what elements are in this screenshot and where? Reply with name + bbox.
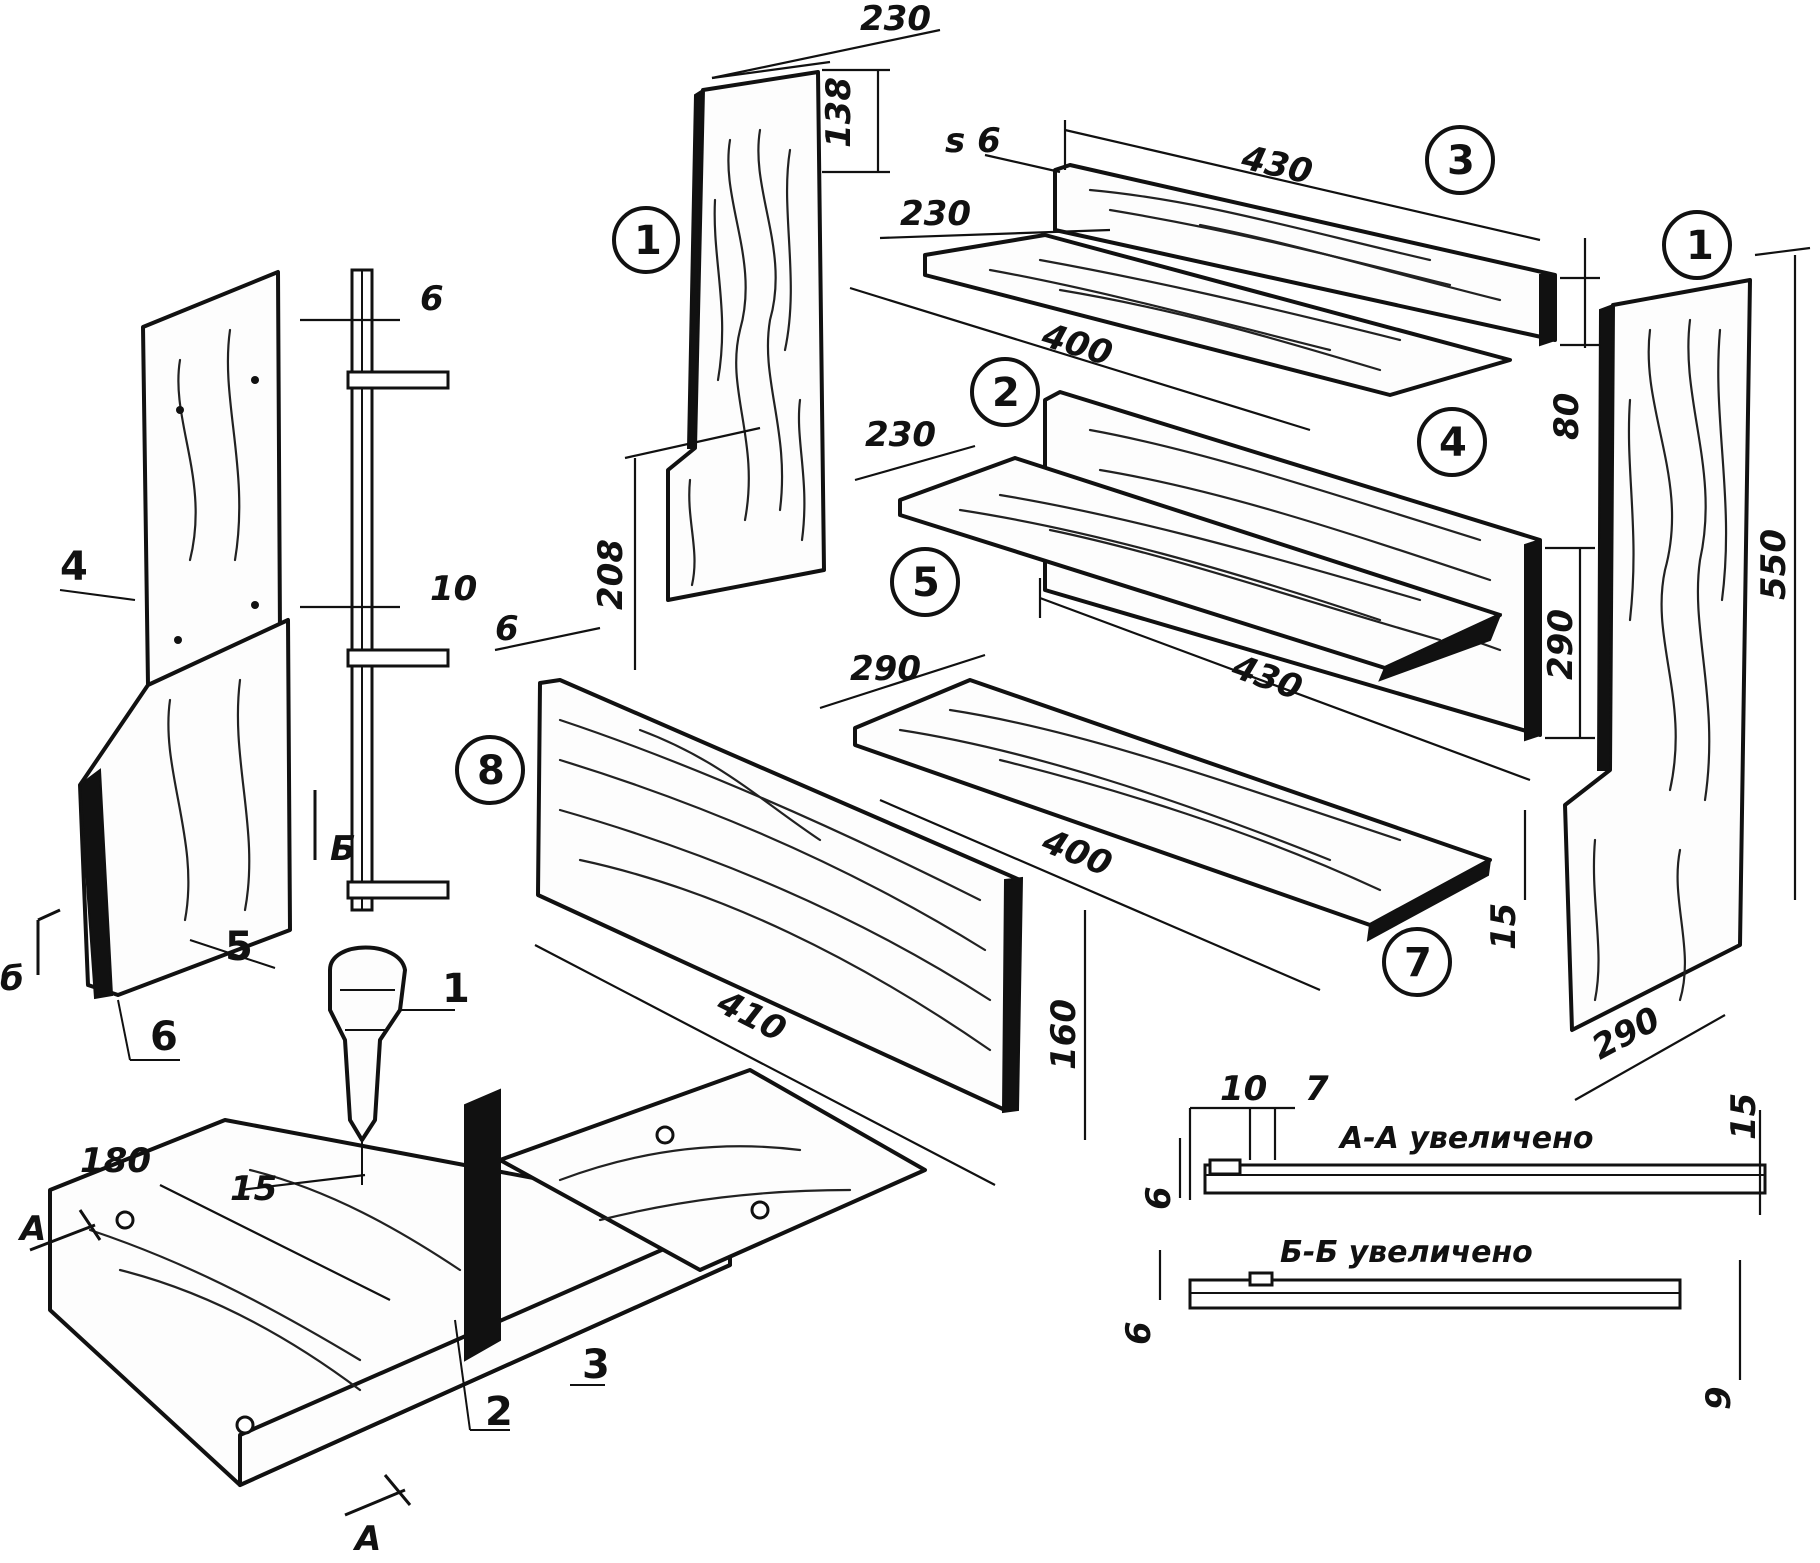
- router-tool: [328, 945, 407, 1185]
- section-bb: Б-Б увеличено 6 9: [1119, 1235, 1742, 1410]
- side-panel-right: [1563, 278, 1752, 1032]
- dim-230-top: 230: [711, 0, 941, 80]
- shelf-4: [923, 233, 1512, 397]
- section-mark-a-top: А: [17, 1209, 102, 1252]
- dim-15-jig: 15: [230, 1169, 366, 1209]
- dim-label: 80: [1547, 393, 1587, 440]
- left-label-5: 5: [189, 924, 276, 970]
- jig-tool-label: 1: [400, 966, 470, 1012]
- callout-4: 4: [1417, 407, 1487, 477]
- dim-15-shelf7: 15: [1484, 810, 1527, 950]
- dim-label: 10: [430, 569, 477, 609]
- dim-160: 160: [1044, 910, 1087, 1140]
- back-board-3: [1053, 163, 1557, 347]
- dim-290-shelf7: 290: [819, 649, 986, 710]
- callout-5: 5: [890, 547, 960, 617]
- dim-208: 208: [591, 426, 761, 670]
- callout-label: 5: [912, 560, 940, 606]
- dim-label: 138: [819, 77, 859, 148]
- dim-label: 15: [230, 1169, 277, 1209]
- callout-2: 2: [970, 357, 1040, 427]
- dim-label: 230: [865, 415, 936, 455]
- left-label-6: 6: [117, 999, 180, 1061]
- shelf-7: [853, 678, 1492, 942]
- part-label: 2: [485, 1389, 513, 1435]
- section-mark-a-bottom: А: [344, 1474, 412, 1559]
- dim-label: 6: [420, 279, 444, 319]
- dim-label: 15: [1724, 1093, 1764, 1140]
- side-panel-left: [666, 70, 826, 602]
- callout-label: 1: [634, 218, 662, 264]
- part-label: 3: [582, 1342, 610, 1388]
- callout-label: 8: [477, 748, 505, 794]
- dim-180: 180: [80, 1141, 391, 1301]
- left-assembly: [78, 270, 292, 1000]
- dim-label: 7: [1305, 1069, 1329, 1109]
- dim-label: 15: [1484, 903, 1524, 950]
- dim-label: s 6: [945, 121, 1001, 161]
- section-aa: А-А увеличено 10 7 15 6: [1139, 1069, 1767, 1215]
- jig-label-2: 2: [454, 1319, 513, 1435]
- callout-8: 8: [455, 735, 525, 805]
- dim-290-back: 290: [1541, 546, 1595, 740]
- dim-label: 230: [900, 194, 971, 234]
- dim-label: 6: [495, 609, 519, 649]
- left-label-4: 4: [59, 544, 136, 601]
- part-label: 1: [442, 966, 470, 1012]
- callout-label: 7: [1404, 940, 1432, 986]
- dim-label: 290: [850, 649, 921, 689]
- dim-138: 138: [819, 68, 890, 174]
- dim-label: 430: [1237, 138, 1316, 193]
- jig-label-3: 3: [570, 1342, 610, 1388]
- section-mark-b-small: б: [0, 908, 61, 999]
- mark-label: А: [352, 1519, 381, 1558]
- dim-label: 9: [1699, 1386, 1739, 1410]
- dim-label: 6: [1139, 1186, 1179, 1210]
- section-title: А-А увеличено: [1338, 1121, 1594, 1156]
- dim-label: 208: [591, 539, 631, 610]
- dim-label: 400: [1036, 315, 1117, 374]
- mark-label: б: [0, 959, 24, 999]
- shelf-5: [898, 456, 1502, 682]
- callout-label: 2: [992, 370, 1020, 416]
- vertical-section: 6 10 Б: [300, 268, 477, 912]
- dim-230-shelf4: 230: [879, 194, 1111, 240]
- router-jig: [48, 1068, 927, 1487]
- callout-1-right: 1: [1662, 210, 1732, 280]
- callout-label: 3: [1447, 138, 1475, 184]
- part-label: 6: [150, 1014, 178, 1060]
- dim-label: 550: [1754, 529, 1794, 600]
- dim-230-shelf2: 230: [854, 415, 976, 482]
- part-label: 4: [60, 544, 88, 590]
- dim-80: 80: [1547, 238, 1600, 440]
- part-label: 5: [225, 924, 253, 970]
- callout-label: 1: [1686, 223, 1714, 269]
- dim-label: 230: [860, 0, 931, 39]
- mark-label: Б: [330, 829, 356, 869]
- callout-7: 7: [1382, 927, 1452, 997]
- section-title: Б-Б увеличено: [1280, 1235, 1533, 1270]
- front-board-8: [536, 678, 1024, 1114]
- dim-label: 10: [1220, 1069, 1267, 1109]
- dim-label: 6: [1119, 1321, 1159, 1345]
- mark-label: А: [17, 1209, 46, 1249]
- callout-3: 3: [1425, 125, 1495, 195]
- dim-s6: s 6: [945, 121, 1061, 174]
- dim-6-front: 6: [494, 609, 601, 652]
- dim-label: 180: [80, 1141, 151, 1181]
- dim-550: 550: [1754, 246, 1811, 900]
- callout-1-left: 1: [612, 206, 680, 274]
- callout-label: 4: [1439, 420, 1467, 466]
- dim-label: 160: [1044, 999, 1084, 1070]
- dim-label: 290: [1541, 609, 1581, 680]
